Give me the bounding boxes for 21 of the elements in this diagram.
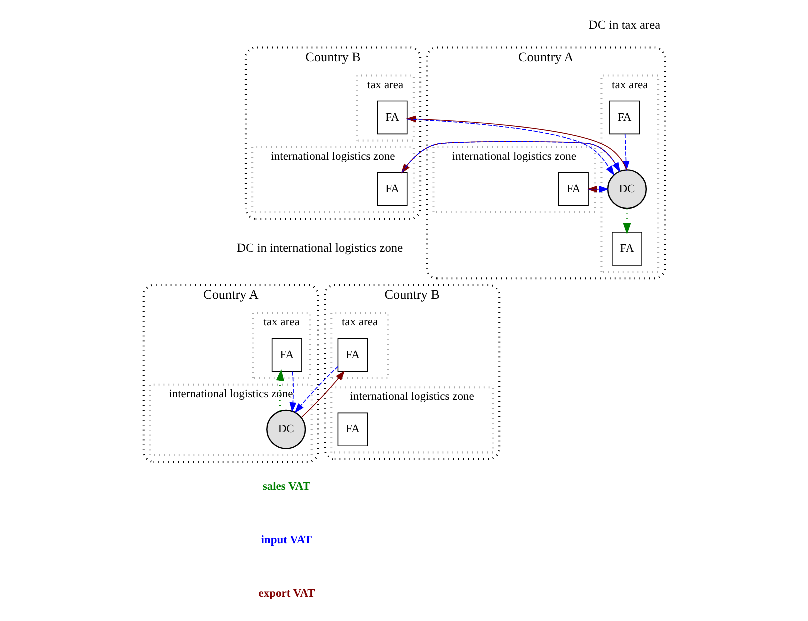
node-circle: DC <box>606 170 647 210</box>
legend-label: sales VAT <box>262 480 310 493</box>
node-box: FA <box>612 232 642 266</box>
node-box: FA <box>376 100 408 135</box>
node-box: FA <box>337 338 368 372</box>
node-box: FA <box>376 172 408 206</box>
legend-label: input VAT <box>260 534 312 546</box>
arrow <box>622 208 631 235</box>
arrow <box>276 369 284 412</box>
node-circle: DC <box>266 410 306 450</box>
arrow <box>300 370 345 418</box>
node-box: FA <box>558 172 588 206</box>
label: DC in tax area <box>588 18 660 32</box>
legend-label: export VAT <box>258 588 315 600</box>
arrow <box>294 366 338 414</box>
arrow <box>406 118 614 176</box>
node-box: FA <box>337 412 368 447</box>
label: DC in international logistics zone <box>236 240 403 255</box>
node-box: FA <box>271 338 302 372</box>
node-box: FA <box>609 100 640 135</box>
arrow <box>289 371 296 413</box>
